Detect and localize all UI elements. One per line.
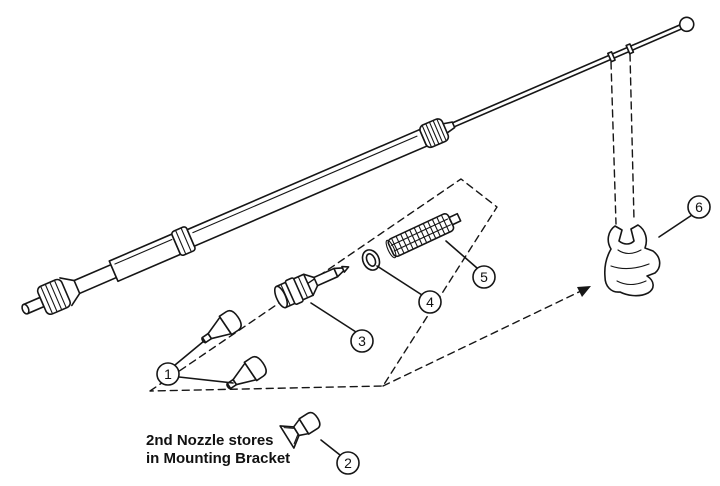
bracket-arrowhead	[577, 286, 591, 297]
callout-1-number: 1	[164, 366, 172, 382]
callout-5: 5	[445, 240, 496, 289]
wand-neck-tube	[73, 263, 118, 295]
callout-1-circle	[156, 362, 180, 386]
fan-nozzle	[279, 411, 321, 449]
callout-6-circle	[687, 195, 711, 219]
callout-4-circle	[418, 290, 442, 314]
wand-grip-barrel	[108, 233, 182, 283]
caption: 2nd Nozzle stores in Mounting Bracket	[146, 432, 290, 467]
spray-wand	[21, 16, 695, 316]
nozzle-holder-body	[273, 265, 350, 309]
cone-nozzle-b	[226, 355, 267, 390]
callout-3: 3	[310, 302, 374, 353]
exploded-axis-outline	[149, 178, 498, 392]
callout-5-circle	[472, 265, 496, 289]
o-ring	[361, 249, 381, 271]
callout-2-number: 2	[344, 455, 352, 471]
cone-nozzle-a	[201, 309, 242, 344]
callout-1: 1	[156, 340, 234, 386]
callout-3-number: 3	[358, 333, 366, 349]
filter-hatch	[390, 215, 451, 256]
mounting-bracket	[604, 224, 661, 297]
callout-4: 4	[376, 265, 442, 314]
callout-5-number: 5	[480, 269, 488, 285]
filter-element	[385, 212, 462, 259]
callout-6: 6	[658, 195, 711, 238]
rod-to-bracket-dashed-line	[610, 61, 617, 225]
wand-extension-rod	[451, 16, 695, 128]
callout-6-number: 6	[695, 199, 703, 215]
assembly-guides	[149, 53, 635, 392]
rod-stop-pin	[607, 51, 616, 63]
caption-line-2: in Mounting Bracket	[146, 450, 290, 467]
callout-2: 2	[320, 439, 360, 475]
rod-ball-end	[678, 16, 695, 33]
callouts: 1 2 3 4 5 6	[156, 195, 711, 475]
callout-4-number: 4	[426, 294, 434, 310]
wand-collar-nut	[419, 118, 456, 149]
bracket-arrow-line	[382, 290, 582, 387]
caption-line-1: 2nd Nozzle stores	[146, 432, 274, 449]
callout-2-circle	[336, 451, 360, 475]
wand-knob	[36, 277, 81, 316]
rod-stop-pin	[625, 43, 635, 55]
callout-3-circle	[350, 329, 374, 353]
wand-main-tube	[186, 128, 428, 247]
wand-end-tip	[21, 296, 45, 315]
rod-to-bracket-dashed-line	[629, 53, 635, 221]
